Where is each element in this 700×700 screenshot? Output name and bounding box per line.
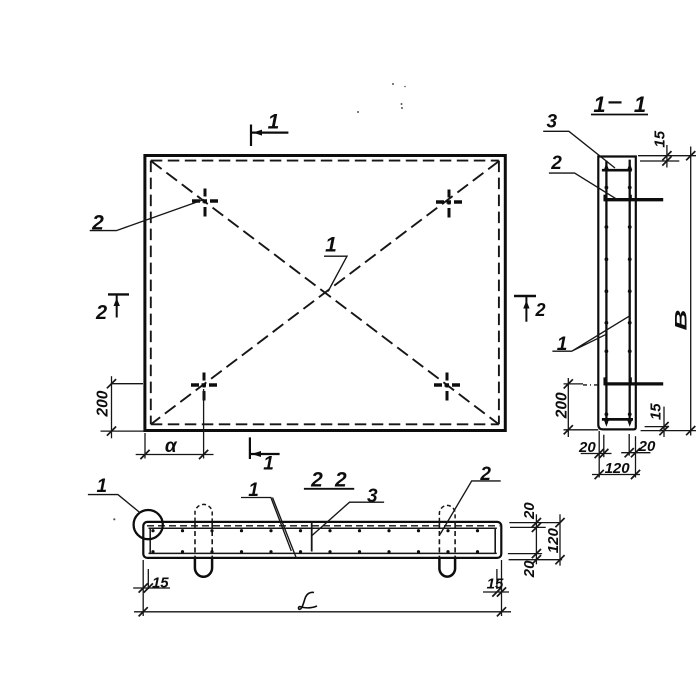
svg-text:200: 200 [553, 392, 570, 419]
svg-text:2: 2 [95, 302, 107, 324]
svg-text:1: 1 [325, 234, 337, 257]
svg-text:α: α [165, 436, 178, 457]
svg-text:B: B [672, 310, 690, 331]
svg-text:1: 1 [593, 92, 605, 117]
svg-text:15: 15 [651, 130, 668, 147]
svg-text:15: 15 [487, 576, 504, 593]
svg-text:1: 1 [97, 476, 108, 497]
svg-text:2: 2 [534, 300, 545, 320]
svg-text:1: 1 [263, 454, 274, 475]
svg-text:20: 20 [638, 438, 656, 455]
svg-text:2: 2 [310, 469, 323, 492]
svg-text:200: 200 [94, 390, 111, 417]
svg-text:2: 2 [479, 464, 491, 485]
svg-text:1: 1 [268, 111, 280, 134]
svg-text:1: 1 [248, 480, 259, 501]
svg-text:3: 3 [547, 112, 558, 133]
svg-text:15: 15 [152, 574, 169, 591]
svg-text:2: 2 [91, 212, 104, 235]
svg-text:2: 2 [550, 153, 562, 174]
svg-text:20: 20 [521, 560, 538, 578]
svg-text:120: 120 [545, 528, 562, 554]
svg-text:2: 2 [334, 469, 347, 492]
svg-text:3: 3 [367, 486, 378, 507]
svg-text:120: 120 [605, 460, 631, 477]
svg-text:15: 15 [648, 403, 665, 420]
svg-text:20: 20 [578, 439, 596, 456]
svg-text:1: 1 [557, 334, 568, 355]
svg-text:1: 1 [634, 92, 646, 117]
svg-text:20: 20 [521, 502, 538, 520]
